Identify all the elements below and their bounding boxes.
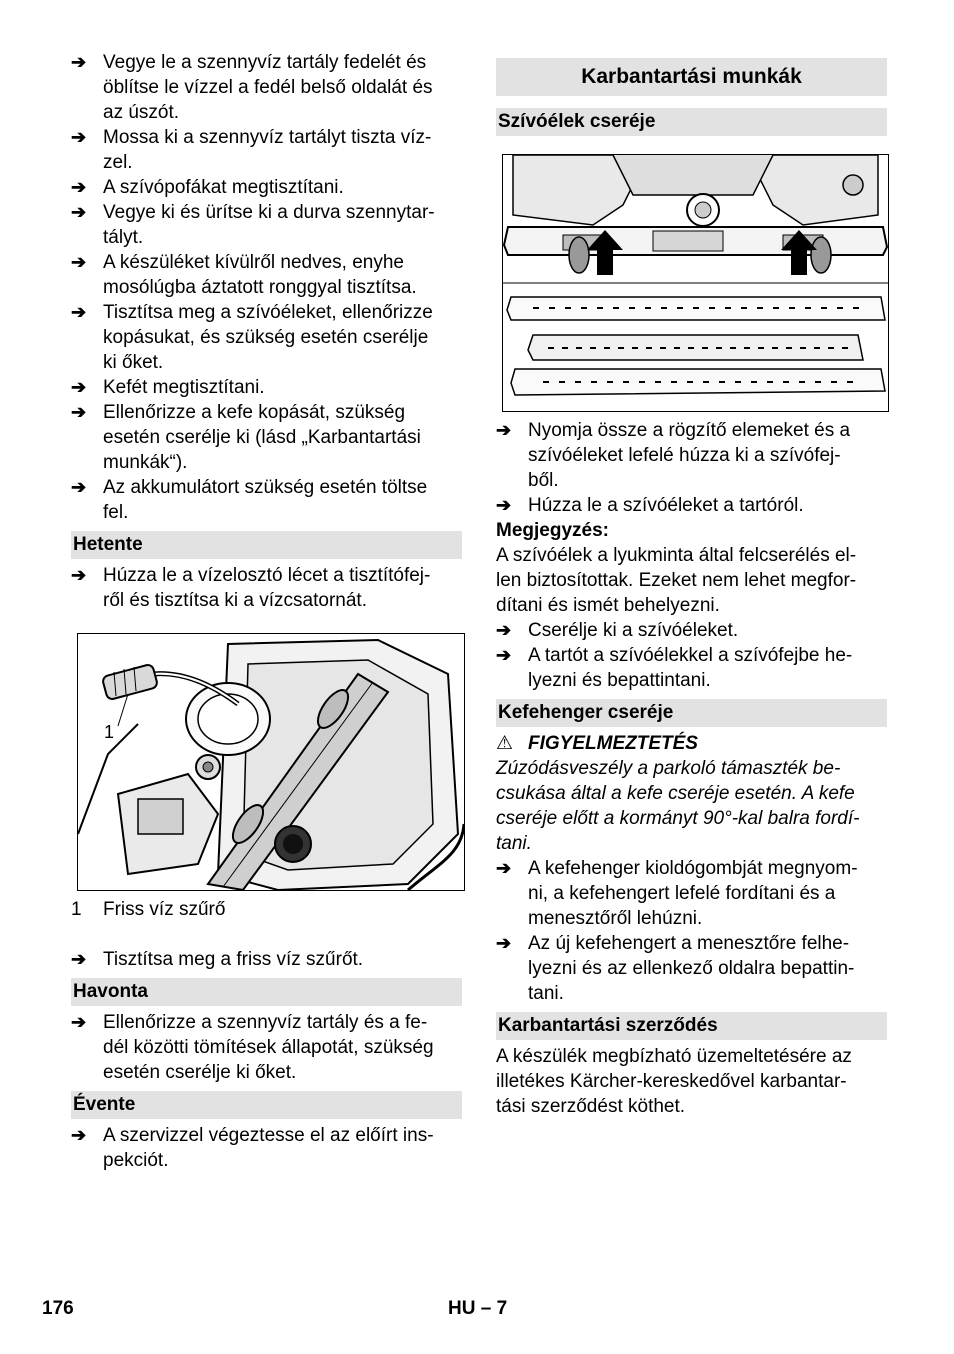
list-item: ➔Nyomja össze a rögzítő elemeket és a sz… [496, 420, 851, 491]
left-column: ➔Vegye le a szennyvíz tartály fedelét és… [71, 50, 466, 1173]
list-item: ➔Tisztítsa meg a friss víz szűrőt. [71, 949, 364, 970]
section-heading-contract: Karbantartási szerződés [496, 1012, 887, 1040]
list-item: ➔Mossa ki a szennyvíz tartályt tiszta ví… [71, 127, 432, 173]
warning-icon: ⚠ [496, 733, 514, 754]
arrow-icon: ➔ [71, 52, 87, 72]
arrow-icon: ➔ [71, 565, 87, 585]
arrow-icon: ➔ [71, 252, 87, 272]
arrow-icon: ➔ [496, 620, 512, 640]
contract-text: A készülék megbízható üzemeltetésére az … [496, 1046, 852, 1117]
fresh-water-filter-illustration: 1 [77, 634, 466, 892]
main-section-heading: Karbantartási munkák [496, 58, 887, 96]
list-item: ➔A kefehenger kioldógombját megnyom- ni,… [496, 858, 858, 929]
arrow-icon: ➔ [71, 949, 87, 969]
section-heading-monthly: Havonta [71, 978, 462, 1006]
arrow-icon: ➔ [496, 645, 512, 665]
list-item: ➔Vegye le a szennyvíz tartály fedelét és… [71, 52, 433, 123]
intro-list: ➔Vegye le a szennyvíz tartály fedelét és… [71, 50, 462, 525]
arrow-icon: ➔ [496, 420, 512, 440]
list-item: ➔Vegye ki és ürítse ki a durva szennytar… [71, 202, 435, 248]
note-text: A szívóélek a lyukminta által felcserélé… [496, 545, 857, 616]
figure-callout-1: 1 [104, 722, 114, 742]
arrow-icon: ➔ [71, 302, 87, 322]
arrow-icon: ➔ [71, 1125, 87, 1145]
squeegee-figure [502, 154, 889, 412]
list-item: ➔Ellenőrizze a kefe kopását, szükség ese… [71, 402, 421, 473]
arrow-icon: ➔ [71, 127, 87, 147]
arrow-icon: ➔ [71, 1012, 87, 1032]
page-number: 176 [42, 1298, 74, 1319]
arrow-icon: ➔ [496, 933, 512, 953]
section-heading-weekly: Hetente [71, 531, 462, 559]
arrow-icon: ➔ [71, 477, 87, 497]
squeegee-illustration [502, 154, 889, 411]
list-item: ➔Húzza le a szívóéleket a tartóról. [496, 495, 804, 516]
list-item: ➔Tisztítsa meg a szívóéleket, ellenőrizz… [71, 302, 433, 373]
section-heading-squeegee: Szívóélek cseréje [496, 108, 887, 136]
warning-label: FIGYELMEZTETÉS [528, 733, 698, 754]
arrow-icon: ➔ [496, 858, 512, 878]
arrow-icon: ➔ [496, 495, 512, 515]
section-marker: HU – 7 [448, 1298, 508, 1319]
list-item: ➔A készüléket kívülről nedves, enyhe mos… [71, 252, 417, 298]
note-label: Megjegyzés: [496, 520, 609, 541]
fresh-water-filter-figure: 1 [77, 633, 466, 892]
arrow-icon: ➔ [71, 402, 87, 422]
right-column: Karbantartási munkák Szívóélek cseréje [496, 50, 889, 1119]
section-heading-brush: Kefehenger cseréje [496, 699, 887, 727]
list-item: ➔Kefét megtisztítani. [71, 377, 265, 398]
list-item: ➔A szívópofákat megtisztítani. [71, 177, 344, 198]
list-item: ➔Az új kefehengert a menesztőre felhe- l… [496, 933, 855, 1004]
warning-heading: ⚠ FIGYELMEZTETÉS [496, 731, 887, 756]
arrow-icon: ➔ [71, 202, 87, 222]
list-item: ➔A szervizzel végeztesse el az előírt in… [71, 1125, 434, 1171]
list-item: ➔Cserélje ki a szívóéleket. [496, 620, 739, 641]
caption-text: Friss víz szűrő [103, 899, 226, 920]
figure-caption: 1 Friss víz szűrő [71, 897, 462, 922]
list-item: ➔Húzza le a vízelosztó lécet a tisztítóf… [71, 565, 431, 611]
caption-number: 1 [71, 899, 82, 920]
arrow-icon: ➔ [71, 177, 87, 197]
list-item: ➔A tartót a szívóélekkel a szívófejbe he… [496, 645, 853, 691]
warning-text: Zúzódásveszély a parkoló támaszték be- c… [496, 758, 860, 854]
list-item: ➔Az akkumulátort szükség esetén töltse f… [71, 477, 428, 523]
section-heading-yearly: Évente [71, 1091, 462, 1119]
list-item: ➔Ellenőrizze a szennyvíz tartály és a fe… [71, 1012, 434, 1083]
arrow-icon: ➔ [71, 377, 87, 397]
